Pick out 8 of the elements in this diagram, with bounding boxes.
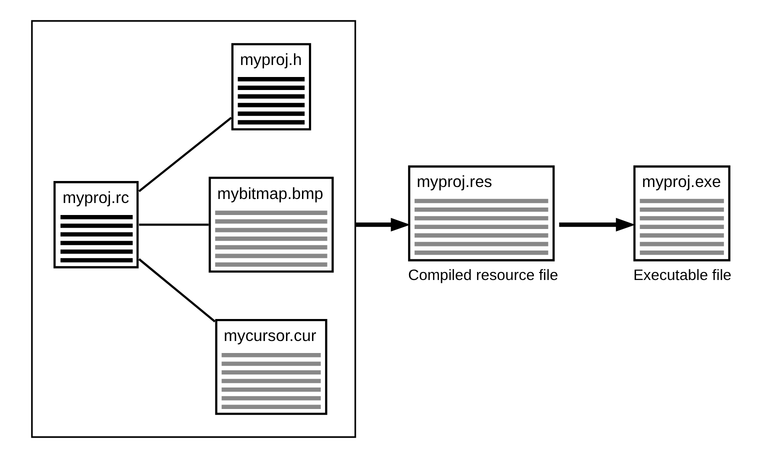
connector [138,258,216,322]
arrow [354,218,410,232]
node-label: Compiled resource file [408,266,558,284]
connector [138,224,208,226]
cluster [30,20,356,438]
connector [138,116,232,192]
node-label: Executable file [632,266,731,284]
arrow [558,218,635,232]
